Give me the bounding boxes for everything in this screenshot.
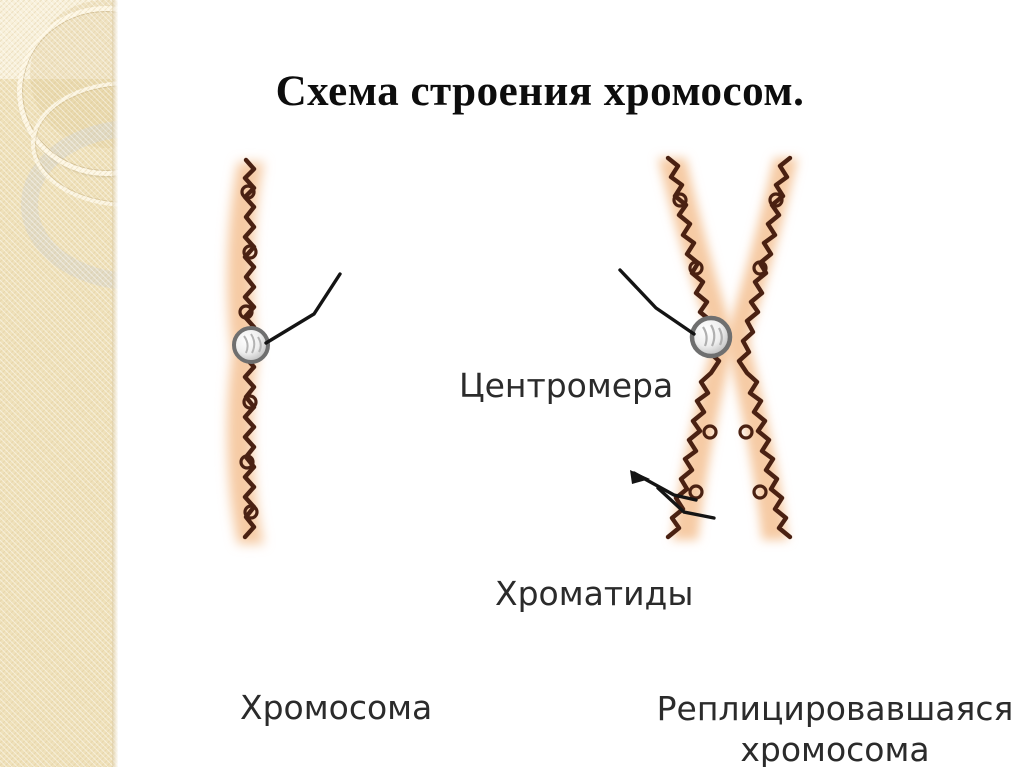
chromosome-body-right-b [725, 158, 798, 540]
leader-line-centromere-right [618, 268, 696, 336]
chromosome-diagram: Центромера Хроматиды Хромосома Реплициро… [118, 140, 1024, 767]
replicated-chromosome-figure [658, 155, 798, 540]
chromatin-coils-right [672, 192, 784, 500]
centromere-left [232, 326, 270, 364]
decorative-sidebar [0, 0, 118, 767]
leader-line-chromatids [630, 470, 716, 520]
single-chromosome-figure [227, 157, 270, 544]
chromosome-diagram-svg [227, 155, 798, 544]
page-title: Схема строения хромосом. [275, 68, 805, 115]
caption-replicated-chromosome: Реплицировавшаяся хромосома [656, 689, 1014, 767]
caption-chromosome: Хромосома [240, 688, 433, 727]
leader-line-centromere-left [264, 272, 342, 345]
label-chromatids: Хроматиды [495, 574, 694, 613]
chromatin-thread-right-b [736, 155, 793, 540]
centromere-right [689, 315, 733, 359]
chromatin-coils-left [238, 184, 259, 520]
label-centromere: Центромера [459, 366, 674, 405]
sidebar-edge-highlight [112, 0, 118, 767]
